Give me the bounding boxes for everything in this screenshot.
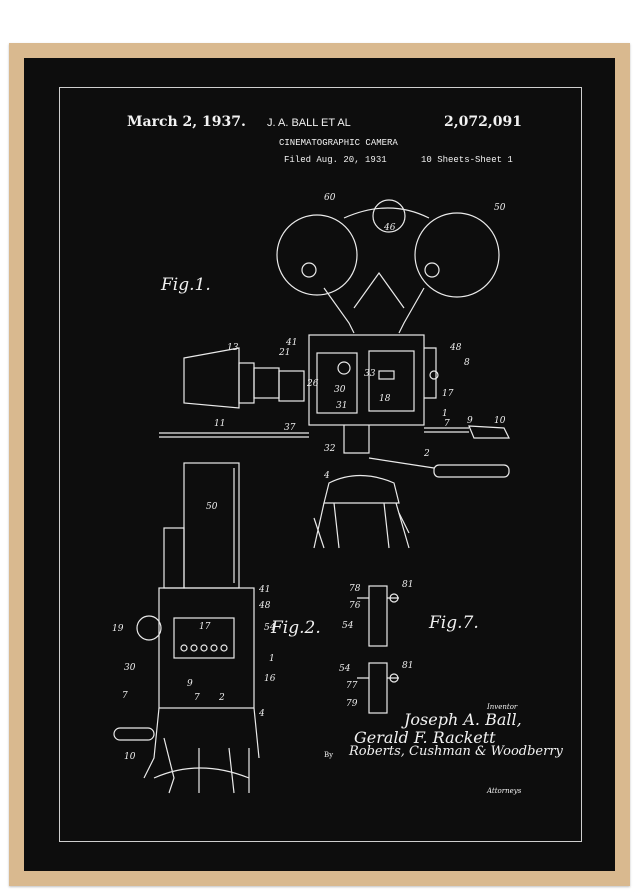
- svg-text:1: 1: [442, 409, 448, 419]
- inventor-name-1: Joseph A. Ball,: [404, 710, 522, 729]
- fig1-right-reel: [414, 212, 500, 298]
- svg-text:79: 79: [346, 699, 358, 709]
- svg-text:32: 32: [324, 444, 336, 454]
- svg-text:78: 78: [349, 584, 361, 594]
- inventor-heading: J. A. BALL ET AL: [267, 117, 351, 129]
- by-label: By: [324, 751, 334, 759]
- svg-text:50: 50: [206, 502, 218, 512]
- svg-text:13: 13: [227, 343, 239, 353]
- fig1-pan-handle: [433, 464, 510, 478]
- patent-number: 2,072,091: [444, 114, 522, 130]
- fig2-pan-handle: [113, 727, 155, 741]
- fig7-lower-detail: [368, 662, 388, 714]
- svg-text:77: 77: [346, 681, 358, 691]
- svg-text:16: 16: [264, 674, 276, 684]
- reference-numerals: 60 46 50 41 48 21 8 13 33 26 30 31 18 17…: [112, 193, 506, 762]
- svg-text:48: 48: [258, 601, 271, 611]
- svg-text:2: 2: [423, 449, 430, 459]
- fig1-lens-hood: [183, 347, 240, 409]
- svg-text:7: 7: [194, 693, 200, 703]
- svg-text:46: 46: [383, 223, 396, 233]
- svg-text:9: 9: [187, 679, 193, 689]
- patent-title: CINEMATOGRAPHIC CAMERA: [279, 138, 398, 148]
- fig2-camera-body: [158, 587, 255, 709]
- svg-text:54: 54: [339, 664, 351, 674]
- svg-text:76: 76: [349, 601, 361, 611]
- fig2-label: Fig.2.: [271, 618, 321, 638]
- svg-text:1: 1: [269, 654, 275, 664]
- svg-text:30: 30: [124, 663, 136, 673]
- svg-text:37: 37: [284, 423, 296, 433]
- svg-text:21: 21: [278, 348, 290, 358]
- svg-text:10: 10: [124, 752, 136, 762]
- svg-text:18: 18: [379, 394, 391, 404]
- svg-text:41: 41: [258, 585, 270, 595]
- wooden-frame: March 2, 1937. J. A. BALL ET AL 2,072,09…: [9, 43, 630, 886]
- svg-text:7: 7: [444, 419, 450, 429]
- svg-text:10: 10: [494, 416, 506, 426]
- svg-text:41: 41: [285, 338, 297, 348]
- svg-text:19: 19: [112, 624, 124, 634]
- attorneys-label: Attorneys: [487, 787, 522, 795]
- filed-date: Filed Aug. 20, 1931: [284, 155, 387, 165]
- fig1-magazine-top: [343, 207, 430, 219]
- svg-text:33: 33: [364, 369, 376, 379]
- svg-text:7: 7: [122, 691, 128, 701]
- svg-text:8: 8: [464, 358, 470, 368]
- fig7-label: Fig.7.: [429, 613, 479, 633]
- fig7-upper-detail: [368, 585, 388, 647]
- svg-text:2: 2: [218, 693, 225, 703]
- svg-text:50: 50: [494, 203, 506, 213]
- fig1-camera-body: [308, 334, 425, 426]
- svg-text:81: 81: [402, 661, 413, 671]
- svg-text:54: 54: [342, 621, 354, 631]
- patent-drawing: 60 46 50 41 48 21 8 13 33 26 30 31 18 17…: [112, 193, 510, 794]
- svg-text:54: 54: [264, 623, 276, 633]
- svg-text:17: 17: [442, 389, 454, 399]
- svg-text:17: 17: [199, 622, 211, 632]
- svg-text:30: 30: [334, 385, 346, 395]
- fig2-magazine: [183, 462, 240, 589]
- sheet-count: 10 Sheets-Sheet 1: [421, 155, 513, 165]
- poster-border: [59, 87, 582, 842]
- svg-text:48: 48: [449, 343, 462, 353]
- inventor-label: Inventor: [487, 703, 518, 711]
- fig1-rod: [159, 432, 309, 438]
- patent-poster: March 2, 1937. J. A. BALL ET AL 2,072,09…: [24, 58, 615, 871]
- svg-text:60: 60: [324, 193, 336, 203]
- svg-text:26: 26: [306, 379, 319, 389]
- svg-text:4: 4: [258, 709, 265, 719]
- patent-date: March 2, 1937.: [127, 114, 246, 130]
- svg-text:4: 4: [323, 471, 330, 481]
- svg-text:81: 81: [402, 580, 413, 590]
- poster-mat: March 2, 1937. J. A. BALL ET AL 2,072,09…: [24, 58, 615, 871]
- svg-text:11: 11: [214, 419, 225, 429]
- attorney-signature: Roberts, Cushman & Woodberry: [349, 744, 563, 759]
- svg-text:31: 31: [336, 401, 347, 411]
- fig1-label: Fig.1.: [161, 275, 211, 295]
- fig1-left-reel: [276, 214, 358, 296]
- inventor-name-2: Gerald F. Rackett: [354, 728, 496, 747]
- svg-text:9: 9: [467, 416, 473, 426]
